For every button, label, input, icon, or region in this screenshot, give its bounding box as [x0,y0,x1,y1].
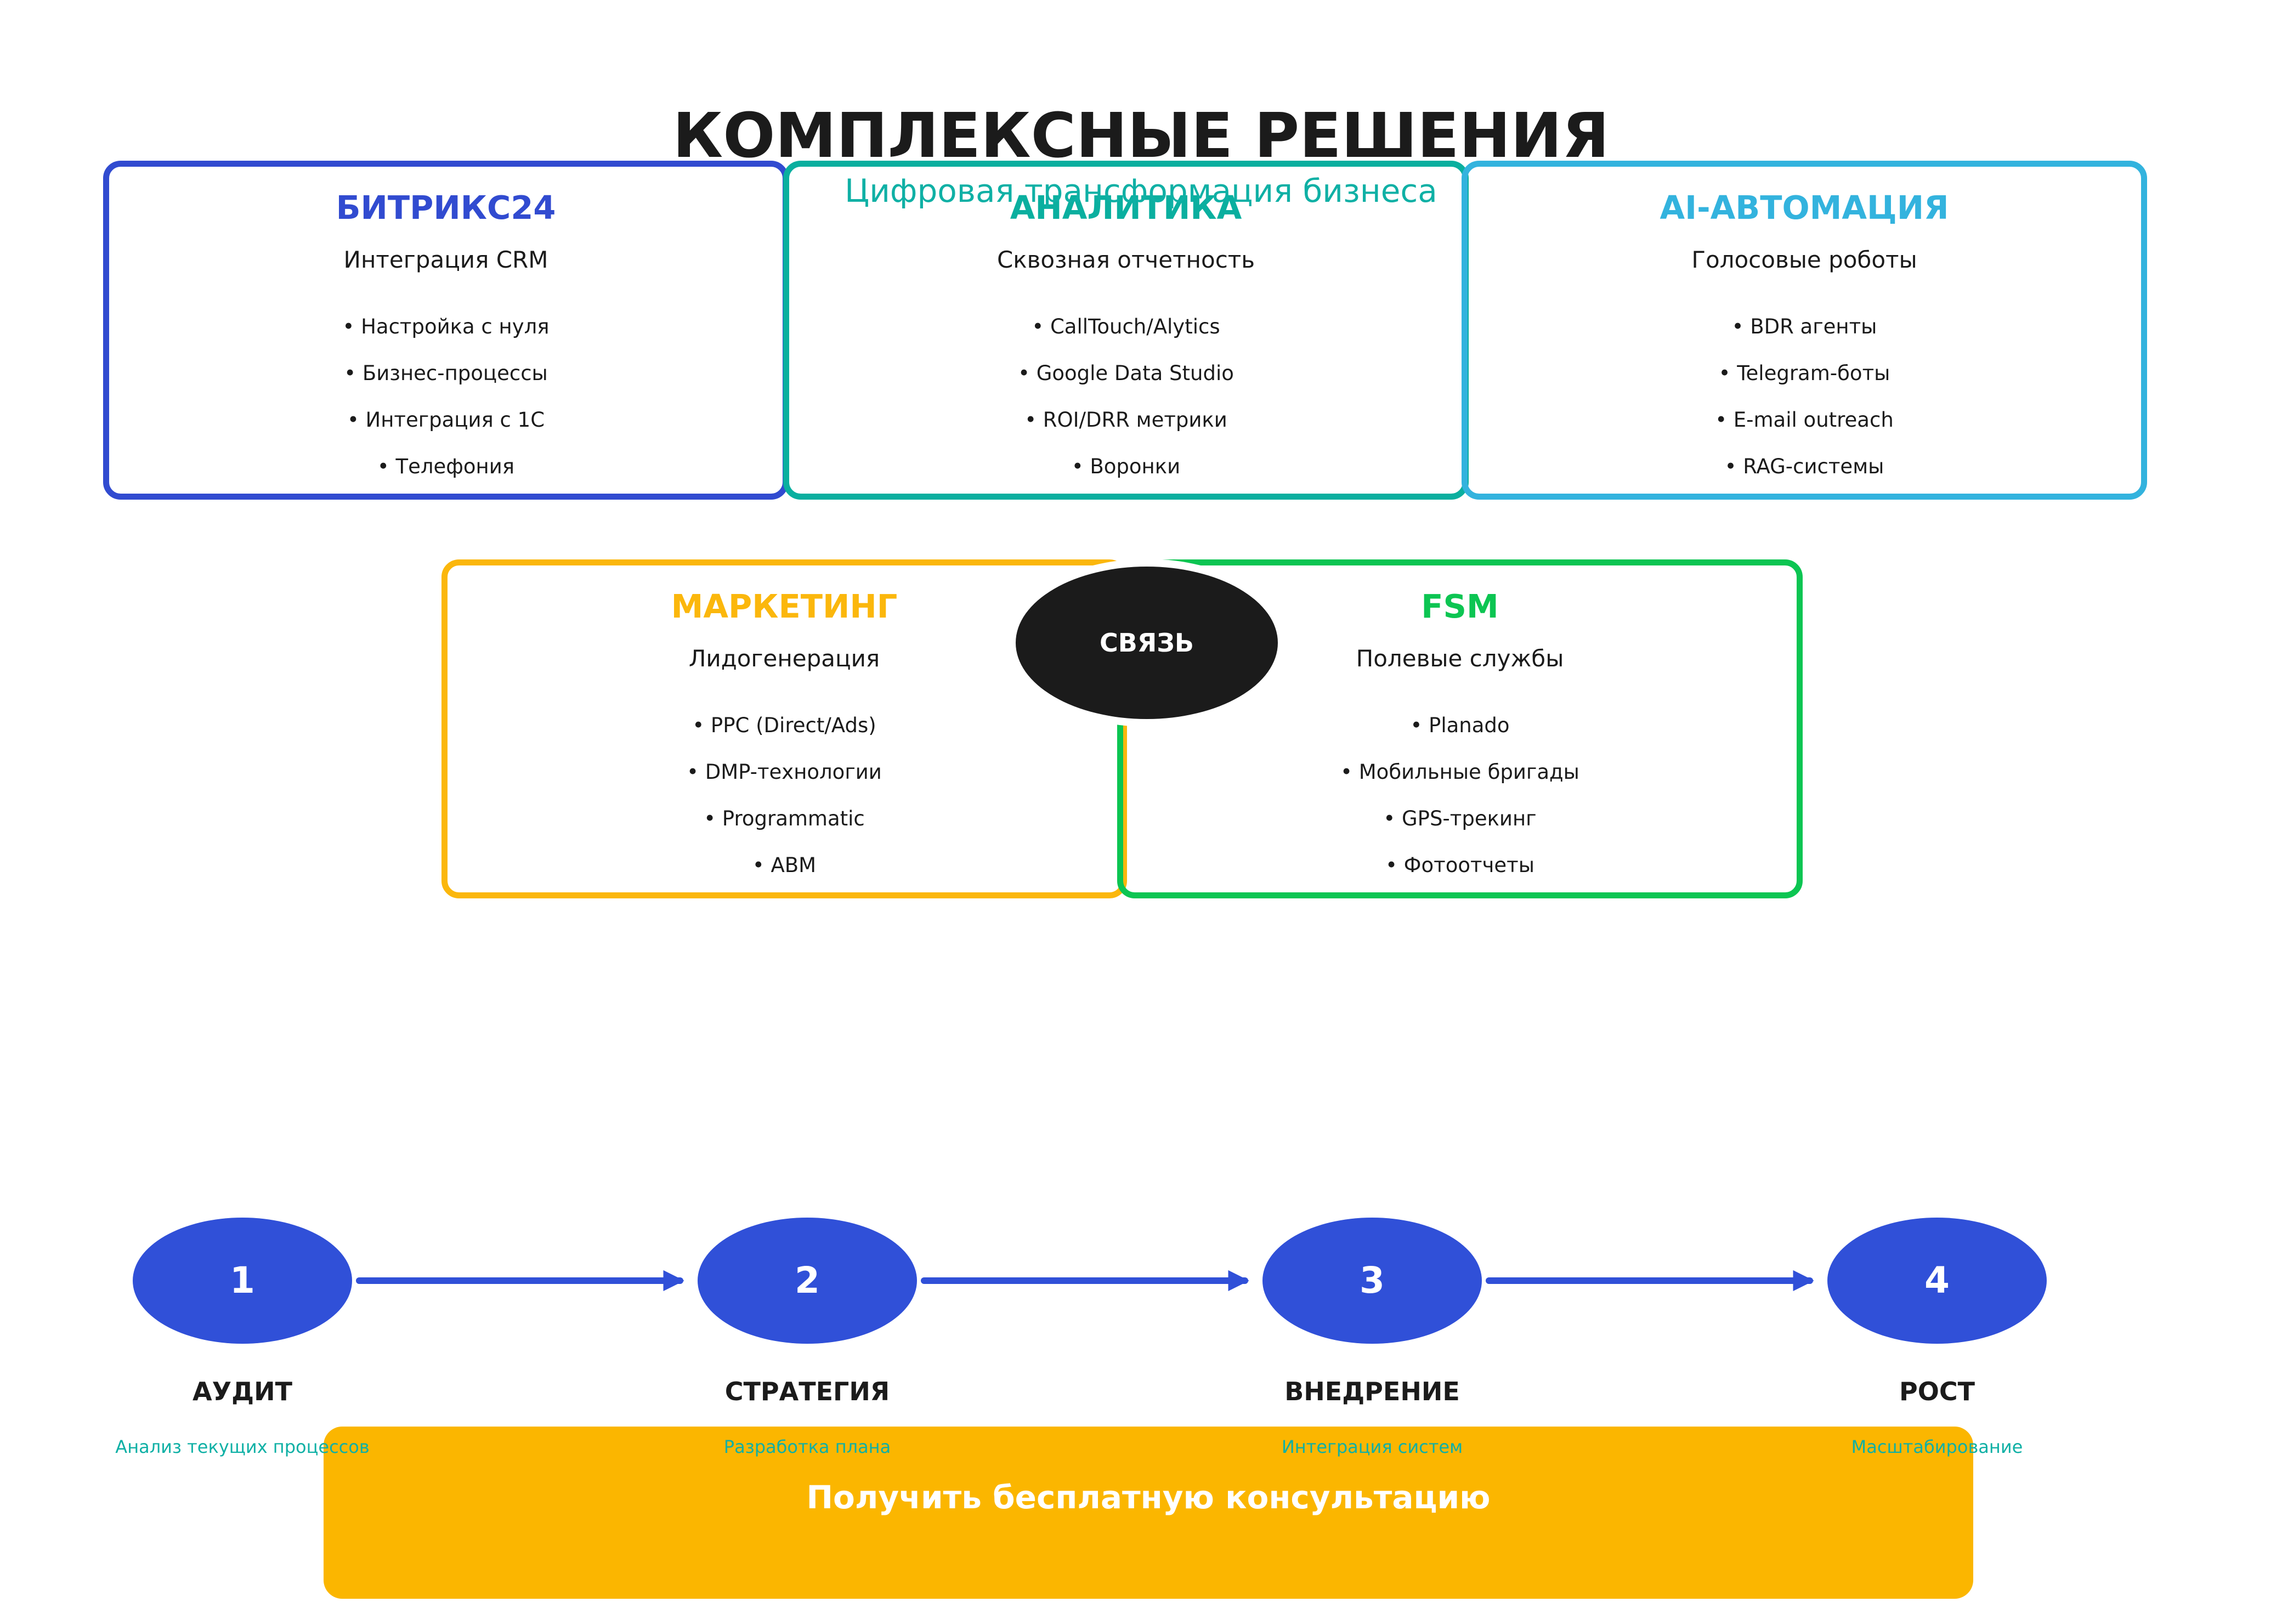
page-subtitle: Цифровая трансформация бизнеса [845,172,1437,210]
step-3-desc: Интеграция систем [1281,1436,1463,1457]
card-item: • E-mail outreach [1715,408,1894,432]
card-item: • Фотоотчеты [1385,853,1534,877]
hub-node: СВЯЗЬ [1016,567,1278,719]
card-item: • Бизнес-процессы [344,361,548,385]
step-2-circle: 2 [698,1218,917,1344]
card-title: AI-АВТОМАЦИЯ [1660,189,1949,227]
card-item: • Интеграция с 1С [347,408,545,432]
card-item: • Planado [1410,714,1510,737]
card-item: • CallTouch/Alytics [1032,315,1220,338]
card-item: • Телефония [377,455,515,478]
step-1-label: АУДИТ [192,1377,292,1406]
step-3-label: ВНЕДРЕНИЕ [1284,1377,1460,1406]
step-4-label: РОСТ [1899,1377,1975,1406]
card-subtitle: Голосовые роботы [1691,246,1917,273]
card-title: БИТРИКС24 [336,189,556,227]
card-item: • BDR агенты [1731,315,1877,338]
card-bitrix24: БИТРИКС24 Интеграция CRM • Настройка с н… [103,161,789,500]
card-item: • DMP-технологии [687,760,882,784]
step-3-circle: 3 [1262,1218,1482,1344]
consultation-button-label[interactable]: Получить бесплатную консультацию [806,1479,1491,1516]
card-subtitle: Полевые службы [1356,645,1564,672]
card-item: • Настройка с нуля [342,315,550,338]
page-title: КОМПЛЕКСНЫЕ РЕШЕНИЯ [672,100,1610,172]
card-item: • ABM [752,853,817,877]
card-title: АНАЛИТИКА [1010,189,1242,227]
step-2-label: СТРАТЕГИЯ [724,1377,890,1406]
card-subtitle: Сквозная отчетность [996,246,1255,273]
step-4-desc: Масштабирование [1851,1436,2023,1457]
card-item: • RAG-системы [1724,455,1884,478]
card-item: • ROI/DRR метрики [1024,408,1227,432]
card-fsm: FSM Полевые службы • Planado • Мобильные… [1117,559,1803,898]
card-marketing: МАРКЕТИНГ Лидогенерация • PPC (Direct/Ad… [441,559,1127,898]
card-item: • Воронки [1071,455,1181,478]
consultation-button[interactable] [324,1427,1973,1599]
card-item: • GPS-трекинг [1383,807,1537,830]
step-4-circle: 4 [1827,1218,2047,1344]
card-title: FSM [1421,587,1499,625]
card-item: • PPC (Direct/Ads) [692,714,876,737]
card-subtitle: Лидогенерация [688,645,880,672]
card-item: • Telegram-боты [1718,361,1890,385]
card-item: • Google Data Studio [1018,361,1234,385]
step-1-circle: 1 [133,1218,352,1344]
card-subtitle: Интеграция CRM [343,246,548,273]
step-2-desc: Разработка плана [723,1436,891,1457]
card-ai-automation: AI-АВТОМАЦИЯ Голосовые роботы • BDR аген… [1462,161,2147,500]
card-item: • Programmatic [704,807,865,830]
card-title: МАРКЕТИНГ [671,587,898,625]
step-1-desc: Анализ текущих процессов [115,1436,370,1457]
card-item: • Мобильные бригады [1340,760,1579,784]
